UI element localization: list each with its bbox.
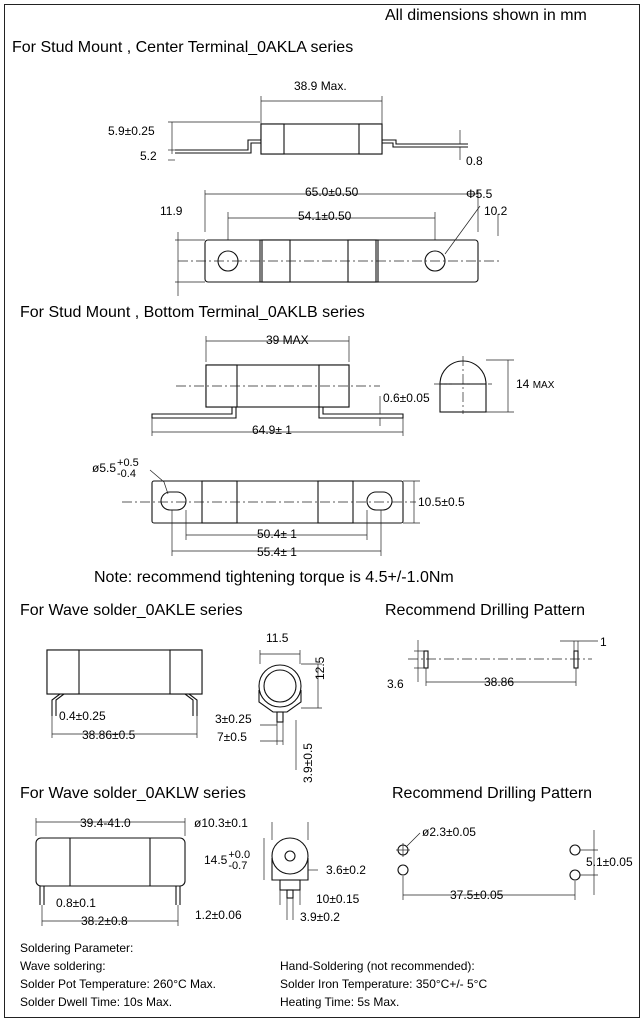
wave-soldering-title: Wave soldering: (20, 959, 106, 973)
0aklb-section-title: For Stud Mount , Bottom Terminal_0AKLB s… (20, 304, 365, 321)
0aklw-dim-dia: ø10.3±0.1 (194, 816, 248, 830)
0akle-drill-pattern (408, 640, 598, 686)
0akla-top-view (175, 190, 500, 296)
0aklw-end-circle (271, 837, 309, 875)
0aklw-dim-lead-pitch: 38.2±0.8 (81, 914, 128, 928)
0aklb-dim-tab-width: 10.5±0.5 (418, 495, 465, 509)
torque-note: Note: recommend tightening torque is 4.5… (94, 569, 454, 586)
0akle-drill-title: Recommend Drilling Pattern (385, 602, 586, 619)
0aklw-drill-pattern (396, 830, 598, 900)
0aklb-dim-slot-inner: 50.4± 1 (257, 527, 297, 541)
0aklb-right-terminal (318, 407, 404, 419)
0akle-section-title: For Wave solder_0AKLE series (20, 602, 243, 619)
0akla-dim-height: 5.9±0.25 (108, 124, 155, 138)
0akle-dim-drill-h: 3.6 (387, 677, 404, 691)
0aklw-dim-lead-thk2: 10±0.15 (316, 892, 360, 906)
0akla-dim-thickness: 0.8 (466, 154, 483, 168)
0akle-side-view (46, 649, 203, 738)
wave-soldering-time: Solder Dwell Time: 10s Max. (20, 995, 173, 1009)
0aklb-dim-thickness: 0.6±0.05 (383, 391, 430, 405)
0aklb-right-slot (366, 491, 393, 511)
0akle-dim-dia: 11.5 (266, 631, 289, 645)
0akle-end-lead (276, 711, 284, 723)
soldering-title: Soldering Parameter: (20, 941, 134, 955)
0aklb-dim-overall: 64.9± 1 (252, 423, 292, 437)
0aklw-dim-hole-dia: ø2.3±0.05 (422, 825, 476, 839)
0akle-dim-drill-pitch: 38.86 (484, 675, 515, 689)
0aklb-dim-body-max: 39 MAX (266, 333, 309, 347)
0aklw-dim-lead-a: 1.2±0.06 (195, 908, 242, 922)
0aklw-dim-height: 14.5+0.0-0.7 (204, 849, 251, 872)
0akla-dim-hole-dia: Φ5.5 (466, 187, 493, 201)
0aklb-top-view (122, 469, 420, 556)
0akle-dim-height: 12.5 (313, 656, 327, 680)
0akla-side-view (168, 96, 468, 161)
0aklw-dim-lead-w: 3.6±0.2 (326, 863, 366, 877)
hand-soldering-temp: Solder Iron Temperature: 350°C+/- 5°C (280, 977, 488, 991)
0akle-end-circle (258, 664, 302, 708)
0akla-left-terminal (175, 139, 261, 151)
0akle-dim-lead-w: 3±0.25 (215, 712, 252, 726)
0akle-left-lead (51, 693, 61, 716)
0akle-drill-slot-right (573, 650, 579, 669)
0aklw-drill-hole-4 (569, 869, 581, 881)
0aklw-drill-title: Recommend Drilling Pattern (392, 785, 593, 802)
0aklb-left-terminal (151, 407, 237, 419)
0akla-right-cap (358, 123, 383, 155)
0akle-dim-lead-spacing: 7±0.5 (217, 730, 247, 744)
0aklb-side-view (151, 336, 514, 436)
0aklb-left-slot (160, 491, 187, 511)
0akla-dim-hole-pitch: 54.1±0.50 (298, 209, 352, 223)
0akla-dim-overall-max: 38.9 Max. (294, 79, 347, 93)
0aklw-dim-lead-thk: 0.8±0.1 (56, 896, 96, 910)
0aklw-dim-length: 39.4-41.0 (80, 816, 131, 830)
0akle-drill-slot-left (423, 650, 429, 669)
0akle-right-lead (188, 693, 198, 716)
0aklw-section-title: For Wave solder_0AKLW series (20, 785, 246, 802)
wave-soldering-temp: Solder Pot Temperature: 260°C Max. (20, 977, 217, 991)
0akle-end-view (258, 650, 322, 770)
0aklw-dim-row-pitch: 5.1±0.05 (586, 855, 633, 869)
0aklw-dim-hole-pitch: 37.5±0.05 (450, 888, 504, 902)
0akla-dim-width: 11.9 (160, 204, 183, 218)
hand-soldering-time: Heating Time: 5s Max. (280, 995, 400, 1009)
0aklw-dim-lead-b: 3.9±0.2 (300, 910, 340, 924)
0aklw-end-view (263, 822, 318, 920)
0akla-right-terminal (382, 139, 468, 145)
0akle-dim-standoff: 3.9±0.5 (301, 743, 315, 783)
units-note: All dimensions shown in mm (385, 7, 587, 24)
0aklw-fuse-body (35, 837, 186, 887)
0akla-dim-tab-width: 10.2 (484, 204, 508, 218)
0akla-section-title: For Stud Mount , Center Terminal_0AKLA s… (12, 39, 354, 56)
0akle-dim-lead-thk: 0.4±0.25 (59, 709, 106, 723)
page-border (4, 4, 640, 1018)
0akle-dim-length: 38.86±0.5 (82, 728, 136, 742)
0aklb-dim-dia-max: 14 MAX (516, 377, 555, 391)
0aklb-dim-slot-dia: ø5.5+0.5-0.4 (92, 457, 139, 480)
0aklw-end-lead (286, 889, 294, 899)
0akle-dim-drill-w: 1 (600, 635, 607, 649)
0aklw-drill-hole-3 (569, 844, 581, 856)
0aklw-side-view (35, 818, 186, 926)
0aklw-drill-hole-2 (397, 864, 409, 876)
0aklb-dim-slot-outer: 55.4± 1 (257, 545, 297, 559)
0akla-left-cap (260, 123, 285, 155)
hand-soldering-title: Hand-Soldering (not recommended): (280, 959, 475, 973)
0akla-dim-length: 65.0±0.50 (305, 185, 359, 199)
0akla-dim-offset: 5.2 (140, 149, 157, 163)
